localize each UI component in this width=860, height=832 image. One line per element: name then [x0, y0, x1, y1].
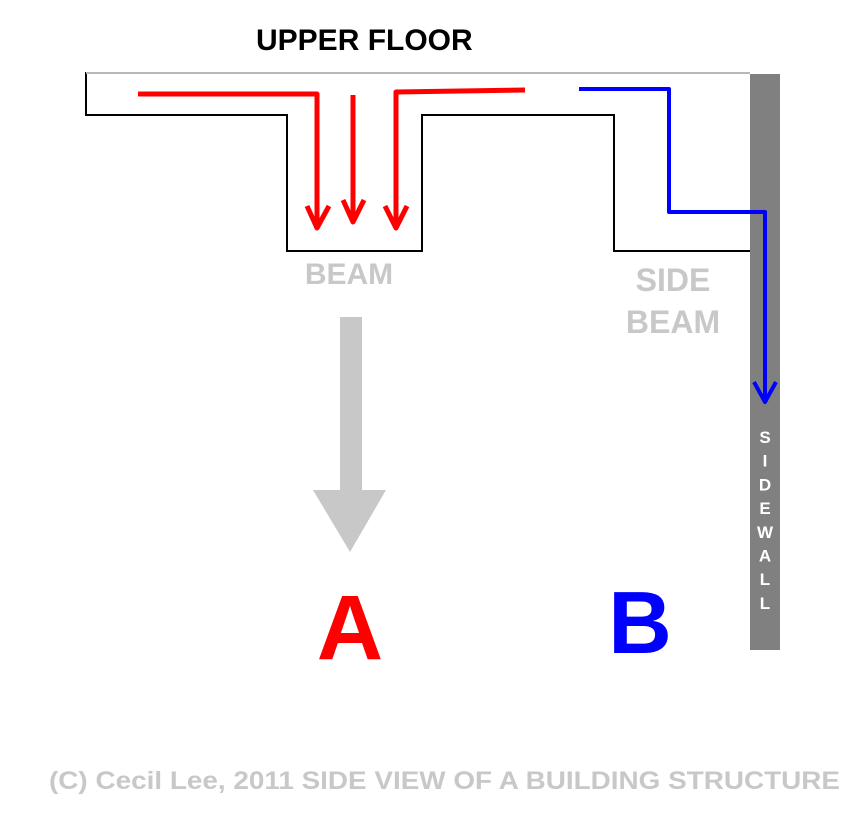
sidewall-letter: L — [760, 594, 770, 613]
beam-label: BEAM — [305, 258, 393, 291]
copyright-caption: (C) Cecil Lee, 2011 SIDE VIEW OF A BUILD… — [49, 767, 840, 795]
side-beam-label-line1: SIDE — [636, 262, 711, 298]
floor-slab-outline — [85, 72, 750, 252]
point-a-label: A — [317, 577, 383, 679]
sidewall-letter: I — [763, 452, 768, 471]
load-path-a-left — [138, 91, 320, 225]
load-arrow-shaft — [340, 317, 362, 492]
sidewall-letter: E — [759, 499, 770, 518]
load-path-b — [579, 87, 778, 404]
sidewall-letter: D — [759, 475, 771, 494]
point-b-label: B — [608, 573, 672, 672]
load-arrow-head — [313, 490, 386, 552]
load-path-a-middle-head — [340, 198, 367, 225]
sidewall-letter: A — [759, 547, 771, 566]
load-path-a — [138, 87, 526, 231]
sidewall-letter: L — [760, 570, 770, 589]
load-path-a-right — [393, 87, 526, 225]
load-path-b-line — [579, 87, 767, 400]
side-beam-label-line2: BEAM — [626, 304, 720, 340]
load-path-b-head — [752, 381, 778, 404]
upper-floor-label: UPPER FLOOR — [256, 24, 473, 57]
sidewall-letter: W — [757, 523, 774, 542]
load-path-a-left-head — [304, 204, 332, 231]
load-arrow — [313, 317, 386, 552]
load-path-a-right-head — [382, 204, 410, 231]
sidewall-letter: S — [759, 428, 770, 447]
floor-structure — [85, 72, 750, 252]
